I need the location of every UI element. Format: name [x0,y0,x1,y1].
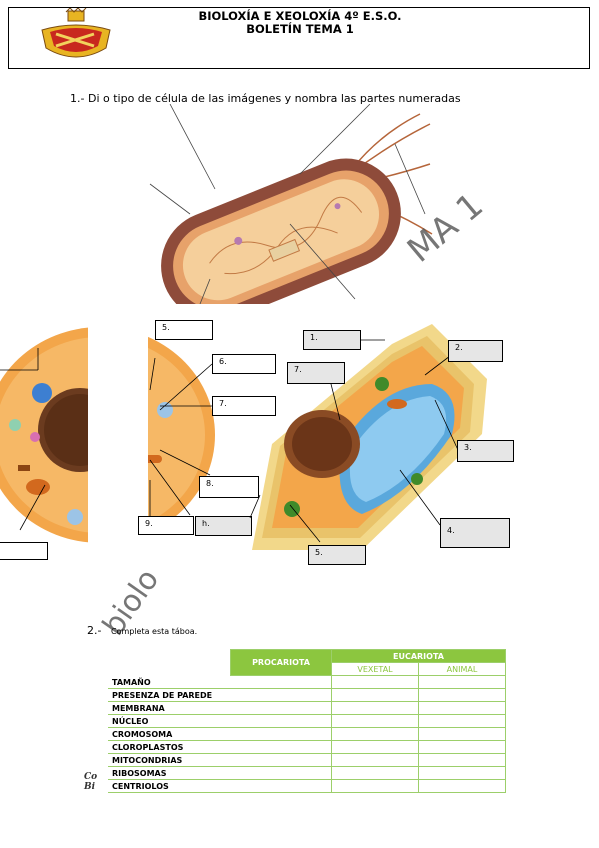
prokaryotic-cell-illustration [149,104,433,304]
row-label: MITOCONDRIAS [108,753,332,767]
plant-label-1[interactable]: 1. [303,330,361,350]
plant-label-2[interactable]: 2. [448,340,503,362]
footer-line-1: Co [84,772,98,782]
row-label: CENTRIOLOS [108,779,332,793]
footer-line-2: Bi [84,782,96,792]
cell-vexetal[interactable] [331,766,419,780]
cell-animal[interactable] [418,779,506,793]
header-title: BIOLOXÍA E XEOLOXÍA 4º E.S.O. BOLETÍN TE… [140,10,460,36]
plant-cell-illustration [252,324,487,550]
cell-animal[interactable] [418,753,506,767]
cell-vexetal[interactable] [331,779,419,793]
plant-label-4[interactable]: 4. [440,518,510,548]
header-frame [8,7,590,69]
row-label: MEMBRANA [108,701,332,715]
header-procariota: PROCARIOTA [230,649,332,676]
row-label: NÚCLEO [108,714,332,728]
table-row: RIBOSOMAS [108,766,506,780]
row-label: TAMAÑO [108,675,332,689]
header-line-2: BOLETÍN TEMA 1 [246,22,354,36]
table-row: PRESENZA DE PAREDE [108,688,506,702]
cell-animal[interactable] [418,688,506,702]
table-row: TAMAÑO [108,675,506,689]
animal-label-7[interactable]: 7. [212,396,276,416]
animal-label-5[interactable]: 5. [155,320,213,340]
cell-vexetal[interactable] [331,714,419,728]
school-crest-logo [41,8,111,58]
cell-animal[interactable] [418,740,506,754]
animal-label-h[interactable]: h. [195,516,252,536]
cell-vexetal[interactable] [331,753,419,767]
table-row: NÚCLEO [108,714,506,728]
question-1-text: Di o tipo de célula de las imágenes y no… [87,92,461,105]
row-label: PRESENZA DE PAREDE [108,688,332,702]
table-row: CROMOSOMA [108,727,506,741]
header-animal: ANIMAL [418,662,506,676]
row-label: CLOROPLASTOS [108,740,332,754]
footer-text: Co Bi [84,772,97,792]
plant-cell-leader-lines [249,339,459,543]
animal-label-9[interactable]: 9. [138,516,194,535]
animal-label-8[interactable]: 8. [199,476,259,498]
table-row: MITOCONDRIAS [108,753,506,767]
plant-label-3[interactable]: 3. [457,440,514,462]
plant-label-7[interactable]: 7. [287,362,345,384]
cell-animal[interactable] [418,701,506,715]
animal-label-6[interactable]: 6. [212,354,276,374]
question-1-number: 1.- [70,92,85,105]
animal-cell-illustration [0,325,215,550]
animal-label-bottom-left[interactable] [0,542,48,560]
cell-animal[interactable] [418,714,506,728]
row-label: CROMOSOMA [108,727,332,741]
cell-animal[interactable] [418,727,506,741]
cell-animal[interactable] [418,675,506,689]
comparison-table: PROCARIOTA EUCARIOTA VEXETAL ANIMAL TAMA… [108,649,506,793]
header-eucariota: EUCARIOTA [331,649,506,663]
question-2-number: 2.- [87,624,102,637]
table-row: CLOROPLASTOS [108,740,506,754]
table-row: MEMBRANA [108,701,506,715]
table-row: CENTRIOLOS [108,779,506,793]
cell-vexetal[interactable] [331,740,419,754]
row-label: RIBOSOMAS [108,766,332,780]
header-vexetal: VEXETAL [331,662,419,676]
header-line-1: BIOLOXÍA E XEOLOXÍA 4º E.S.O. [198,9,402,23]
question-1: 1.- Di o tipo de célula de las imágenes … [70,92,461,105]
animal-cell-leader-lines [0,348,213,531]
cell-vexetal[interactable] [331,688,419,702]
cell-vexetal[interactable] [331,727,419,741]
question-2: 2.- Completa esta táboa. [87,624,197,637]
question-2-text: Completa esta táboa. [110,627,198,636]
cell-vexetal[interactable] [331,701,419,715]
cell-vexetal[interactable] [331,675,419,689]
cell-animal[interactable] [418,766,506,780]
plant-label-5[interactable]: 5. [308,545,366,565]
